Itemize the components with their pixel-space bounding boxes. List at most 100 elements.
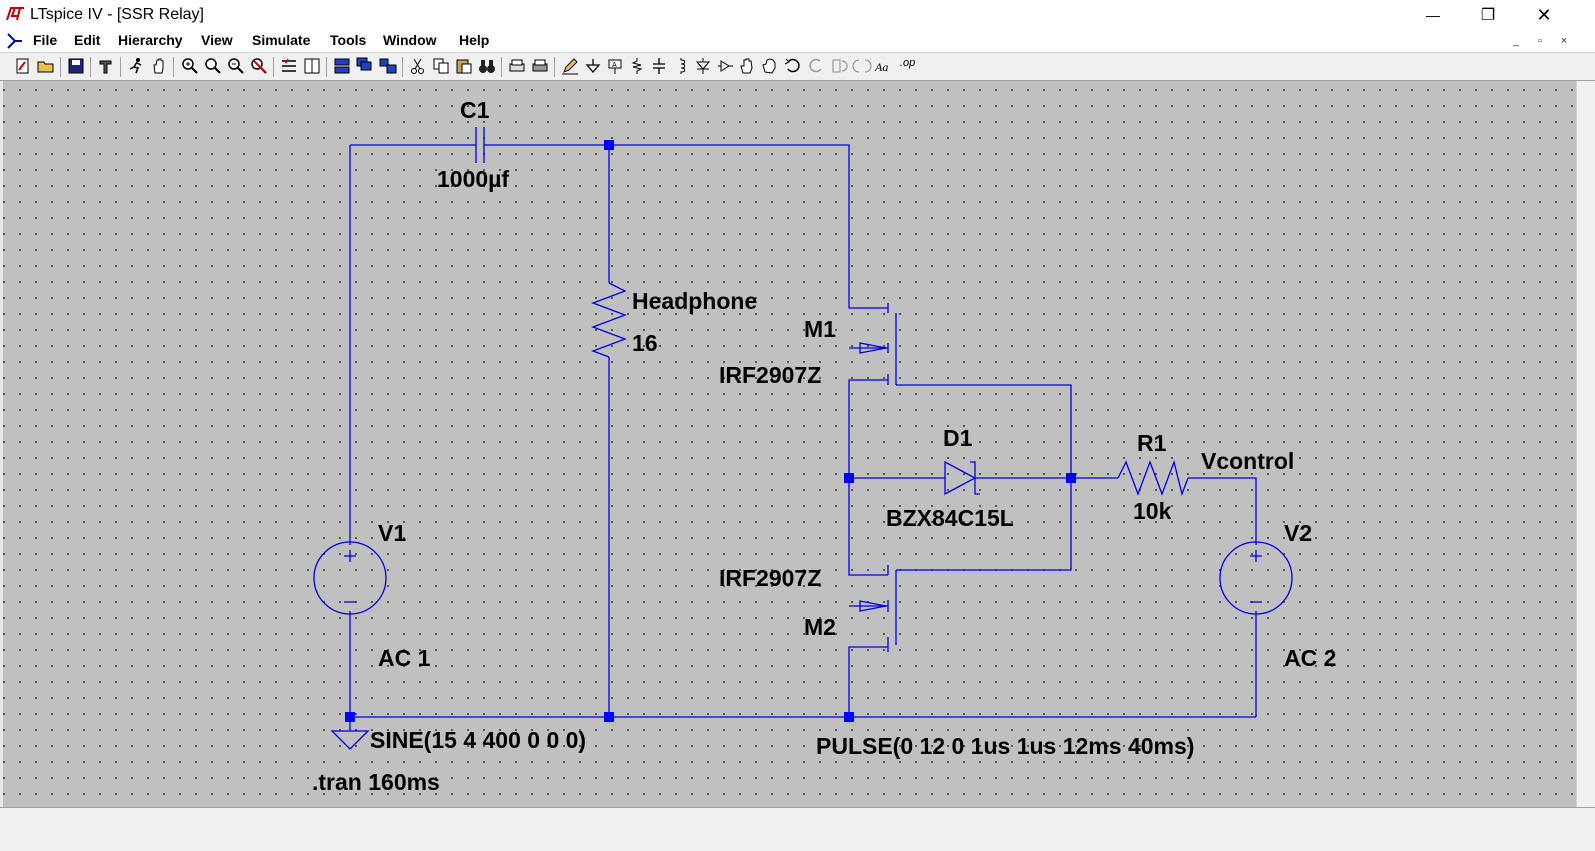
v2-source-label[interactable]: PULSE(0 12 0 1us 1us 12ms 40ms) xyxy=(816,733,1195,759)
window-title: LTspice IV - [SSR Relay] xyxy=(30,6,204,23)
control-panel-hammer-icon[interactable] xyxy=(96,56,116,76)
pan-hand-icon[interactable] xyxy=(149,56,169,76)
menu-view[interactable]: View xyxy=(201,32,233,48)
wire[interactable] xyxy=(484,144,888,309)
toolbar-separator xyxy=(326,57,327,77)
menu-edit[interactable]: Edit xyxy=(74,32,101,48)
wires xyxy=(349,144,1257,731)
doc-minimize-button[interactable]: _ xyxy=(1512,35,1520,47)
menu-file[interactable]: File xyxy=(33,32,58,48)
wire[interactable] xyxy=(848,646,888,717)
component-symbol-icon[interactable] xyxy=(715,56,735,76)
paste-icon[interactable] xyxy=(454,56,474,76)
print-setup-icon[interactable] xyxy=(507,56,527,76)
tile-horizontal-icon[interactable] xyxy=(279,56,299,76)
capacitor-c1-symbol[interactable] xyxy=(475,127,485,163)
net-label-icon[interactable]: A xyxy=(605,56,625,76)
zoom-fit-icon[interactable] xyxy=(203,56,223,76)
title-bar: LTspice IV - [SSR Relay] — ❐ ✕ xyxy=(0,0,1595,30)
vcontrol-net-label[interactable]: Vcontrol xyxy=(1201,448,1295,474)
toolbar-separator xyxy=(554,57,555,77)
d1-name-label[interactable]: D1 xyxy=(943,425,973,451)
d1-model-label[interactable]: BZX84C15L xyxy=(886,505,1014,531)
cascade-windows-icon[interactable] xyxy=(355,56,375,76)
drag-hand-icon[interactable] xyxy=(760,56,780,76)
run-simulation-icon[interactable] xyxy=(126,56,146,76)
doc-close-button[interactable]: × xyxy=(1560,35,1568,47)
tile-windows-icon[interactable] xyxy=(332,56,352,76)
maximize-button[interactable]: ❐ xyxy=(1465,0,1511,30)
wire[interactable] xyxy=(349,611,1256,718)
r1-value-label[interactable]: 10k xyxy=(1133,498,1172,524)
close-button[interactable]: ✕ xyxy=(1521,0,1567,30)
c1-value-label[interactable]: 1000µf xyxy=(437,166,510,192)
menu-window[interactable]: Window xyxy=(383,32,437,48)
v1-name-label[interactable]: V1 xyxy=(378,520,407,546)
draw-wire-pencil-icon[interactable] xyxy=(560,56,580,76)
schematic-canvas[interactable] xyxy=(0,81,1576,807)
resistor-r1-symbol[interactable] xyxy=(1117,459,1189,497)
m1-name-label[interactable]: M1 xyxy=(804,316,836,342)
spice-directive-op-button[interactable]: .op xyxy=(900,57,916,69)
voltage-source-v2-symbol[interactable] xyxy=(1219,541,1293,615)
diode-symbol-icon[interactable] xyxy=(693,56,713,76)
menu-bar: File Edit Hierarchy View Simulate Tools … xyxy=(0,30,1595,52)
rotate-icon[interactable] xyxy=(829,56,849,76)
ground-symbol[interactable] xyxy=(330,730,370,750)
schematic-drawing[interactable] xyxy=(0,0,1576,807)
headphone-value-label[interactable]: 16 xyxy=(632,330,658,356)
mosfet-m1-symbol[interactable] xyxy=(849,303,897,385)
wire[interactable] xyxy=(1188,477,1257,545)
voltage-source-v1-symbol[interactable] xyxy=(313,541,387,615)
svg-text:A: A xyxy=(612,62,617,69)
resistor-headphone-symbol[interactable] xyxy=(591,282,627,358)
ground-symbol-icon[interactable] xyxy=(583,56,603,76)
zoom-in-icon[interactable] xyxy=(180,56,200,76)
v1-source-label[interactable]: SINE(15 4 400 0 0 0) xyxy=(370,727,587,753)
menu-tools[interactable]: Tools xyxy=(330,32,367,48)
c1-name-label[interactable]: C1 xyxy=(460,97,490,123)
resistor-symbol-icon[interactable] xyxy=(627,56,647,76)
m2-name-label[interactable]: M2 xyxy=(804,614,836,640)
close-icon: ✕ xyxy=(1536,4,1552,25)
m1-model-label[interactable]: IRF2907Z xyxy=(719,362,822,388)
mirror-icon[interactable] xyxy=(852,56,872,76)
tile-vertical-icon[interactable] xyxy=(302,56,322,76)
capacitor-symbol-icon[interactable] xyxy=(649,56,669,76)
open-folder-icon[interactable] xyxy=(36,56,56,76)
m2-model-label[interactable]: IRF2907Z xyxy=(719,565,822,591)
svg-text:Aa: Aa xyxy=(874,60,888,74)
v1-ac-label[interactable]: AC 1 xyxy=(378,645,431,671)
text-font-icon[interactable]: Aa xyxy=(874,56,894,76)
toolbar-separator xyxy=(402,57,403,77)
v2-ac-label[interactable]: AC 2 xyxy=(1284,645,1337,671)
toolbar-separator xyxy=(501,57,502,77)
tran-directive-label[interactable]: .tran 160ms xyxy=(312,769,440,795)
doc-restore-button[interactable]: ▫ xyxy=(1538,35,1542,47)
vertical-scrollbar[interactable] xyxy=(1576,81,1595,807)
cut-icon[interactable] xyxy=(408,56,428,76)
r1-name-label[interactable]: R1 xyxy=(1137,430,1167,456)
undo-icon[interactable] xyxy=(783,56,803,76)
v2-name-label[interactable]: V2 xyxy=(1284,520,1313,546)
zoom-out-icon[interactable] xyxy=(226,56,246,76)
menu-hierarchy[interactable]: Hierarchy xyxy=(118,32,183,48)
print-icon[interactable] xyxy=(530,56,550,76)
minimize-button[interactable]: — xyxy=(1410,0,1456,30)
minimize-icon: — xyxy=(1426,7,1440,23)
mosfet-m2-symbol[interactable] xyxy=(849,565,897,652)
menu-help[interactable]: Help xyxy=(459,32,490,48)
save-icon[interactable] xyxy=(66,56,86,76)
zoom-cancel-icon[interactable] xyxy=(249,56,269,76)
copy-icon[interactable] xyxy=(431,56,451,76)
headphone-name-label[interactable]: Headphone xyxy=(632,288,758,314)
new-schematic-icon[interactable] xyxy=(13,56,33,76)
maximize-icon: ❐ xyxy=(1480,7,1496,24)
inductor-symbol-icon[interactable] xyxy=(671,56,691,76)
menu-simulate[interactable]: Simulate xyxy=(252,32,311,48)
redo-icon[interactable] xyxy=(806,56,826,76)
move-hand-icon[interactable] xyxy=(737,56,757,76)
arrange-windows-icon[interactable] xyxy=(378,56,398,76)
zener-d1-symbol[interactable] xyxy=(944,460,980,496)
find-binoculars-icon[interactable] xyxy=(477,56,497,76)
